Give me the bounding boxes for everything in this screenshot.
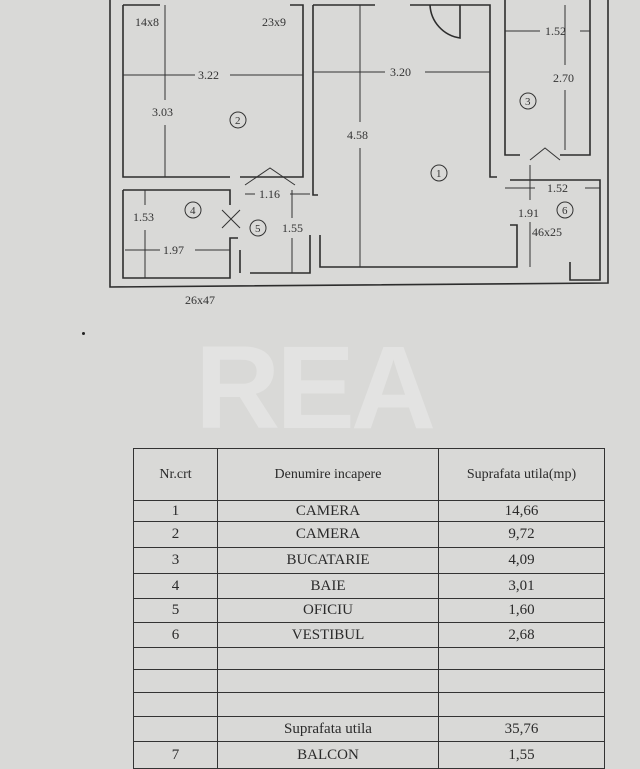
dimension-label: 1.97 xyxy=(163,243,184,257)
dimension-label: 1.91 xyxy=(518,206,539,220)
table-row: 6 VESTIBUL 2,68 xyxy=(134,623,604,648)
room-number: 5 xyxy=(255,223,261,235)
opening-label: 14x8 xyxy=(135,15,159,29)
total-label: Suprafata utila xyxy=(218,717,439,741)
table-row: 1 CAMERA 14,66 xyxy=(134,501,604,522)
header-area: Suprafata utila(mp) xyxy=(466,466,577,482)
plan-labels: 14x8 23x9 3.22 3.03 3.20 4.58 1.52 2.70 … xyxy=(133,15,574,307)
cell-nr: 6 xyxy=(134,623,218,647)
header-name: Denumire incapere xyxy=(218,449,439,500)
cell-nr: 1 xyxy=(134,501,218,521)
cell-area: 9,72 xyxy=(508,526,535,542)
table-row-empty xyxy=(134,670,604,693)
dimension-label: 1.52 xyxy=(545,24,566,38)
total-value: 35,76 xyxy=(504,720,539,737)
dimension-label: 2.70 xyxy=(553,71,574,85)
dimension-label: 1.53 xyxy=(133,210,154,224)
cell-name: OFICIU xyxy=(218,599,439,622)
opening-label: 26x47 xyxy=(185,293,215,307)
opening-label: 46x25 xyxy=(532,225,562,239)
room-number: 6 xyxy=(562,205,568,217)
header-nr: Nr.crt xyxy=(134,449,218,500)
room-number: 4 xyxy=(190,205,196,217)
dimension-label: 1.16 xyxy=(259,187,280,201)
opening-label: 23x9 xyxy=(262,15,286,29)
dimension-label: 1.52 xyxy=(547,181,568,195)
table-row: 5 OFICIU 1,60 xyxy=(134,599,604,623)
dimension-lines xyxy=(123,5,600,278)
cell-area: 1,55 xyxy=(508,746,535,763)
cell-area: 4,09 xyxy=(508,552,535,568)
cell-nr: 4 xyxy=(134,574,218,598)
cell-name: BALCON xyxy=(218,742,439,768)
dimension-label: 4.58 xyxy=(347,128,368,142)
cell-area: 3,01 xyxy=(508,577,535,594)
dimension-label: 3.03 xyxy=(152,105,173,119)
cell-name: BUCATARIE xyxy=(218,548,439,573)
cell-area: 14,66 xyxy=(504,502,539,519)
balcony-row: 7 BALCON 1,55 xyxy=(134,742,604,769)
total-row: Suprafata utila 35,76 xyxy=(134,717,604,742)
cell-area: 2,68 xyxy=(508,626,535,643)
floor-plan: 14x8 23x9 3.22 3.03 3.20 4.58 1.52 2.70 … xyxy=(109,0,609,307)
cell-area: 1,60 xyxy=(508,602,535,618)
room-number: 1 xyxy=(436,168,442,180)
cell-name: VESTIBUL xyxy=(218,623,439,647)
cell-nr: 5 xyxy=(134,599,218,622)
walls xyxy=(109,0,609,288)
dimension-label: 3.22 xyxy=(198,68,219,82)
cell-nr: 3 xyxy=(134,548,218,573)
table-row: 4 BAIE 3,01 xyxy=(134,574,604,599)
cell-nr: 2 xyxy=(134,522,218,547)
table-header: Nr.crt Denumire incapere Suprafata utila… xyxy=(134,449,604,501)
cell-name: CAMERA xyxy=(218,522,439,547)
dimension-label: 3.20 xyxy=(390,65,411,79)
table-row: 2 CAMERA 9,72 xyxy=(134,522,604,548)
speck xyxy=(82,332,85,335)
watermark-logo: REA xyxy=(195,322,436,454)
cell-nr: 7 xyxy=(134,742,218,768)
table-row: 3 BUCATARIE 4,09 xyxy=(134,548,604,574)
room-number: 3 xyxy=(525,96,531,108)
cell-name: BAIE xyxy=(218,574,439,598)
table-row-empty xyxy=(134,648,604,670)
dimension-label: 1.55 xyxy=(282,221,303,235)
cell-name: CAMERA xyxy=(218,501,439,521)
area-table: Nr.crt Denumire incapere Suprafata utila… xyxy=(133,448,605,769)
room-number: 2 xyxy=(235,115,241,127)
table-row-empty xyxy=(134,693,604,717)
